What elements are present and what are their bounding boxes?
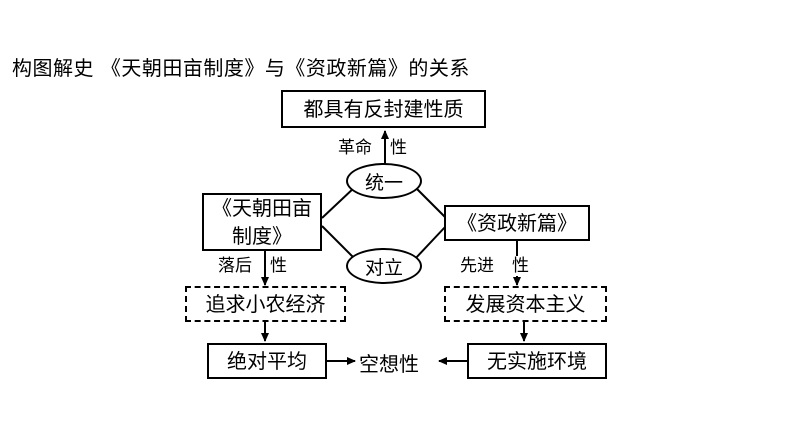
edge-label-advanced: 先进 [460,256,494,276]
node-develop-capitalism: 发展资本主义 [444,286,607,322]
diamond-edge-right-bottom [413,225,447,261]
node-utopian: 空想性 [359,352,419,376]
node-anti-feudal: 都具有反封建性质 [281,90,486,128]
diamond-edge-left-top [321,185,357,219]
diamond-edge-left-bottom [321,225,357,261]
edge-label-backward: 落后 [218,256,252,276]
edge-label-revolutionary-suffix: 性 [390,138,407,158]
node-small-farmer-economy: 追求小农经济 [185,286,346,322]
edge-label-revolutionary: 革命 [338,138,372,158]
node-opposition: 对立 [346,248,422,284]
edge-label-backward-suffix: 性 [270,256,287,276]
diamond-edge-right-top [413,185,447,219]
node-no-implementation-environment: 无实施环境 [467,343,607,379]
node-zizheng: 《资政新篇》 [444,205,590,241]
node-unity: 统一 [346,163,422,199]
diagram-title: 构图解史 《天朝田亩制度》与《资政新篇》的关系 [12,56,470,80]
edge-label-advanced-suffix: 性 [512,256,529,276]
node-tianchao: 《天朝田亩制度》 [202,193,322,251]
node-absolute-egalitarianism: 绝对平均 [207,343,327,379]
